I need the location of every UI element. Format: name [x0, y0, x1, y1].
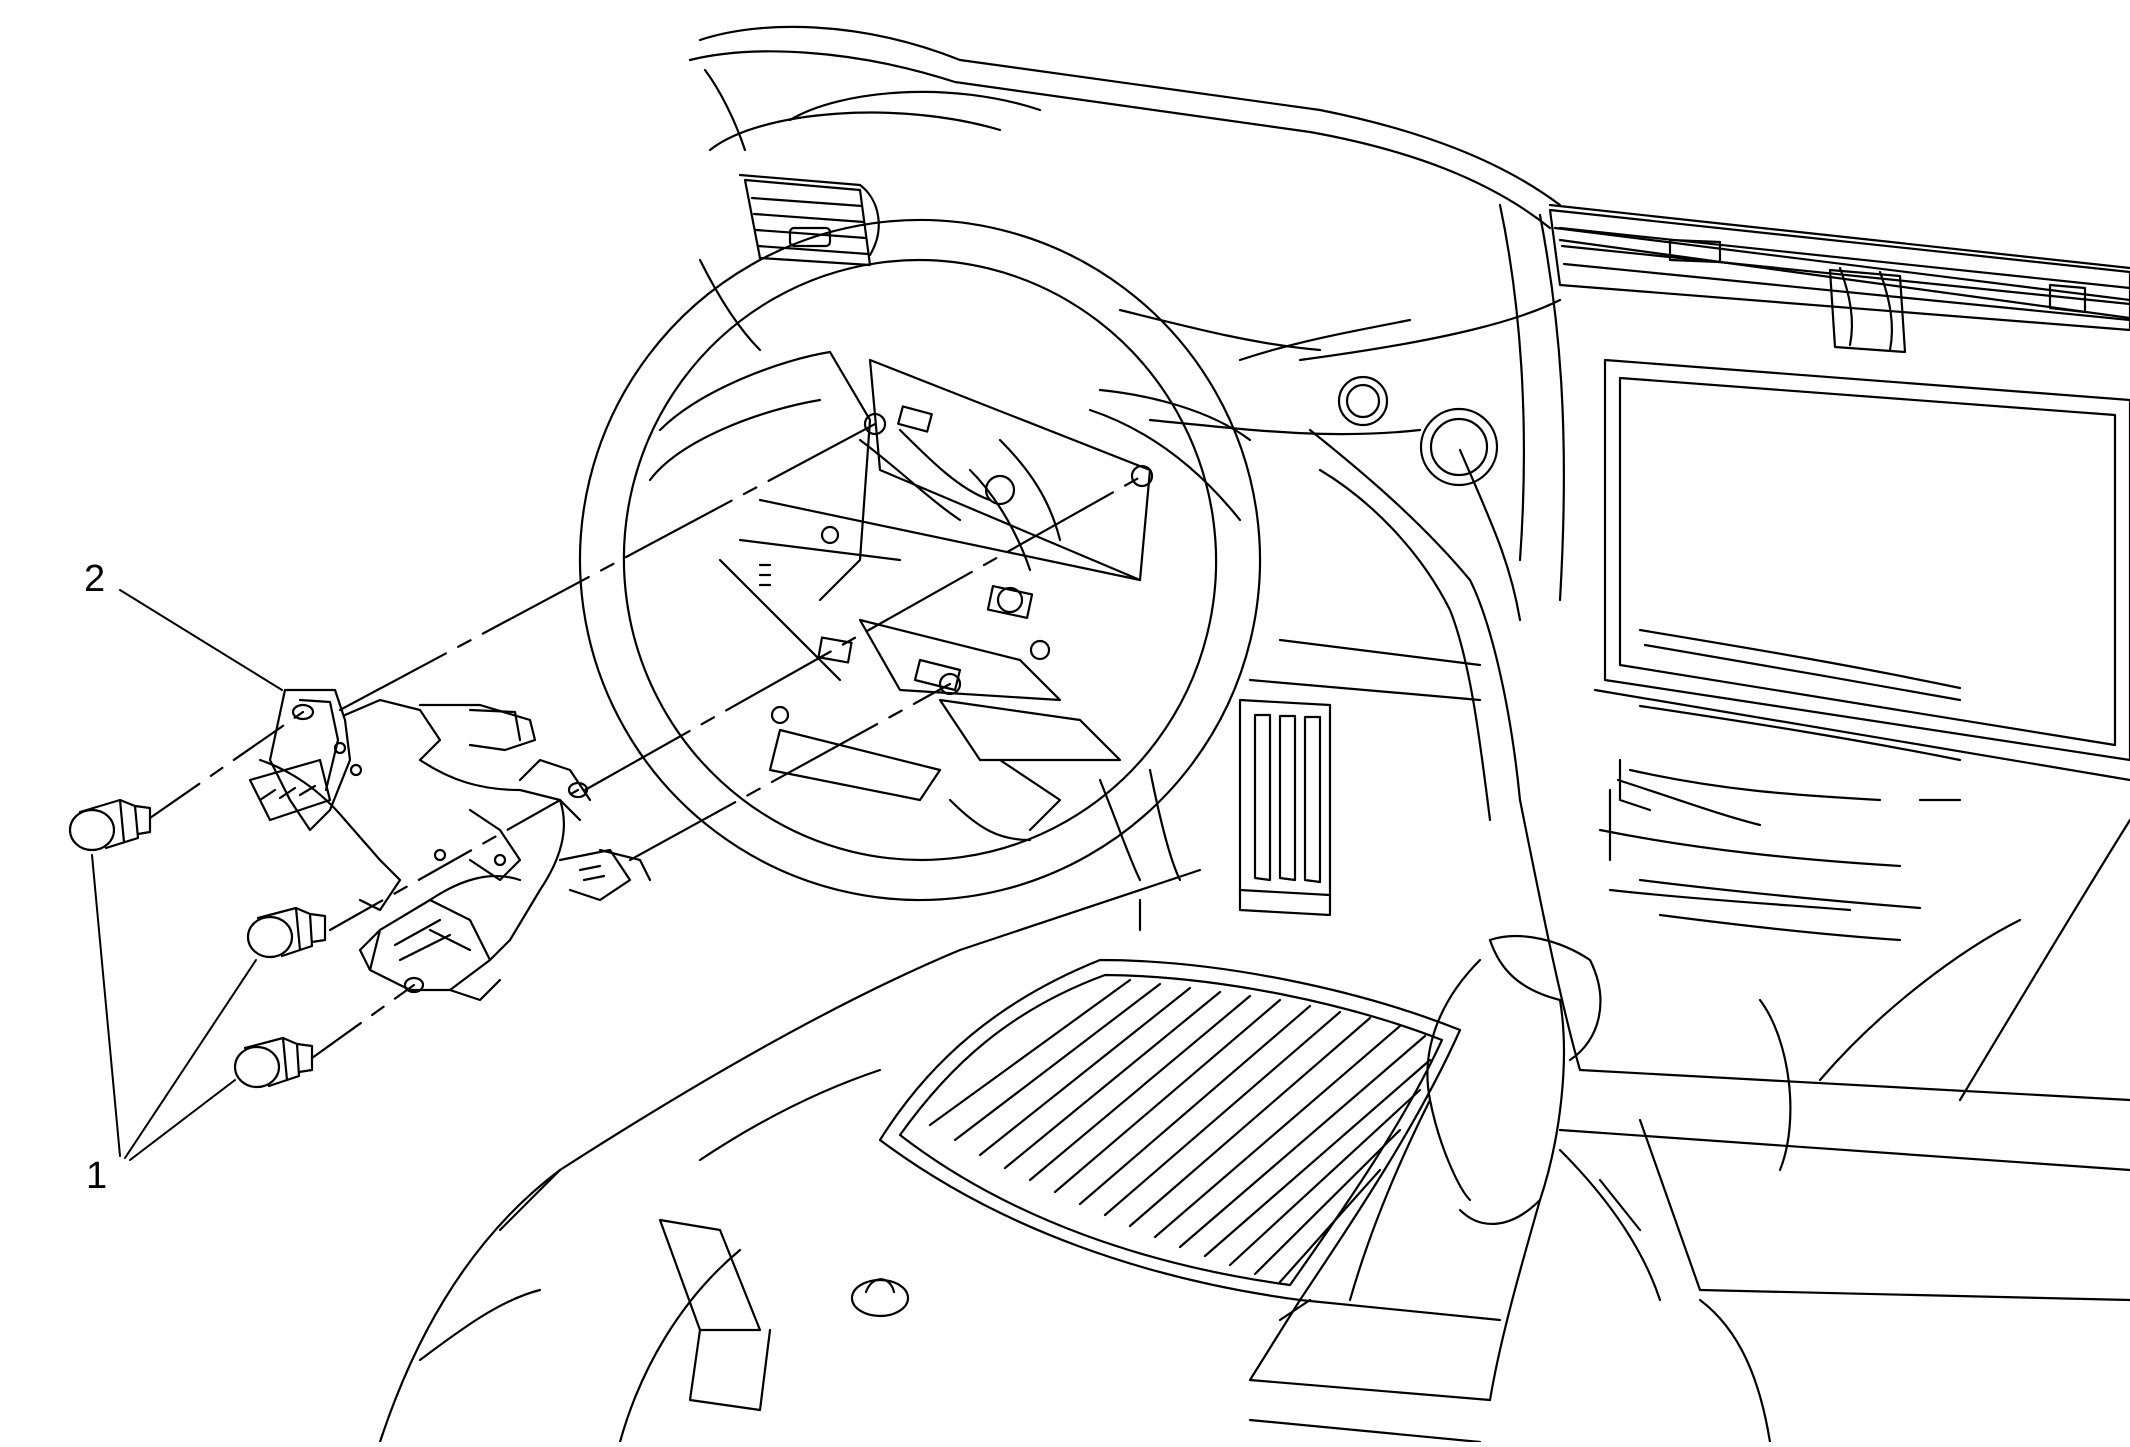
center-stack-controls [1595, 630, 2130, 940]
bolt-1a [70, 800, 150, 850]
dash-vent-center [1550, 210, 2130, 352]
leader-line-1c [130, 1080, 235, 1160]
alignment-line-bolt-1b [330, 790, 578, 930]
steering-wheel [536, 92, 1304, 944]
projection-line-upper [340, 424, 875, 710]
floor-mat [880, 960, 1460, 1300]
steering-column-assembly [650, 352, 1152, 840]
leader-line-1a [92, 855, 120, 1156]
bolt-1b [248, 908, 325, 957]
center-console-side [1250, 430, 1520, 820]
bolt-1c [235, 1038, 312, 1087]
callout-label-1: 1 [86, 1155, 108, 1197]
leader-line-1b [125, 960, 256, 1158]
projection-lines [340, 424, 1142, 860]
dash-round-button [1339, 377, 1497, 485]
alignment-line-bolt-1a [150, 712, 303, 818]
callout-label-2: 2 [84, 558, 106, 600]
leader-line-2 [120, 590, 282, 690]
center-display [1605, 360, 2130, 760]
dash-vent-left [745, 180, 870, 265]
floor-mat-ribs [930, 980, 1430, 1282]
column-bracket-item-2 [250, 690, 650, 1000]
alignment-lines [150, 712, 578, 1058]
center-console [1250, 800, 2130, 1442]
projection-line-middle [585, 476, 1142, 790]
floor-carpet [380, 870, 1200, 1442]
projection-line-lower [630, 684, 950, 860]
floor-anchor [852, 1279, 908, 1316]
instrument-panel [690, 27, 2130, 600]
floor-vent-slot [1240, 700, 1330, 915]
callout-leaders [92, 590, 282, 1160]
alignment-line-bolt-1c [312, 985, 414, 1058]
